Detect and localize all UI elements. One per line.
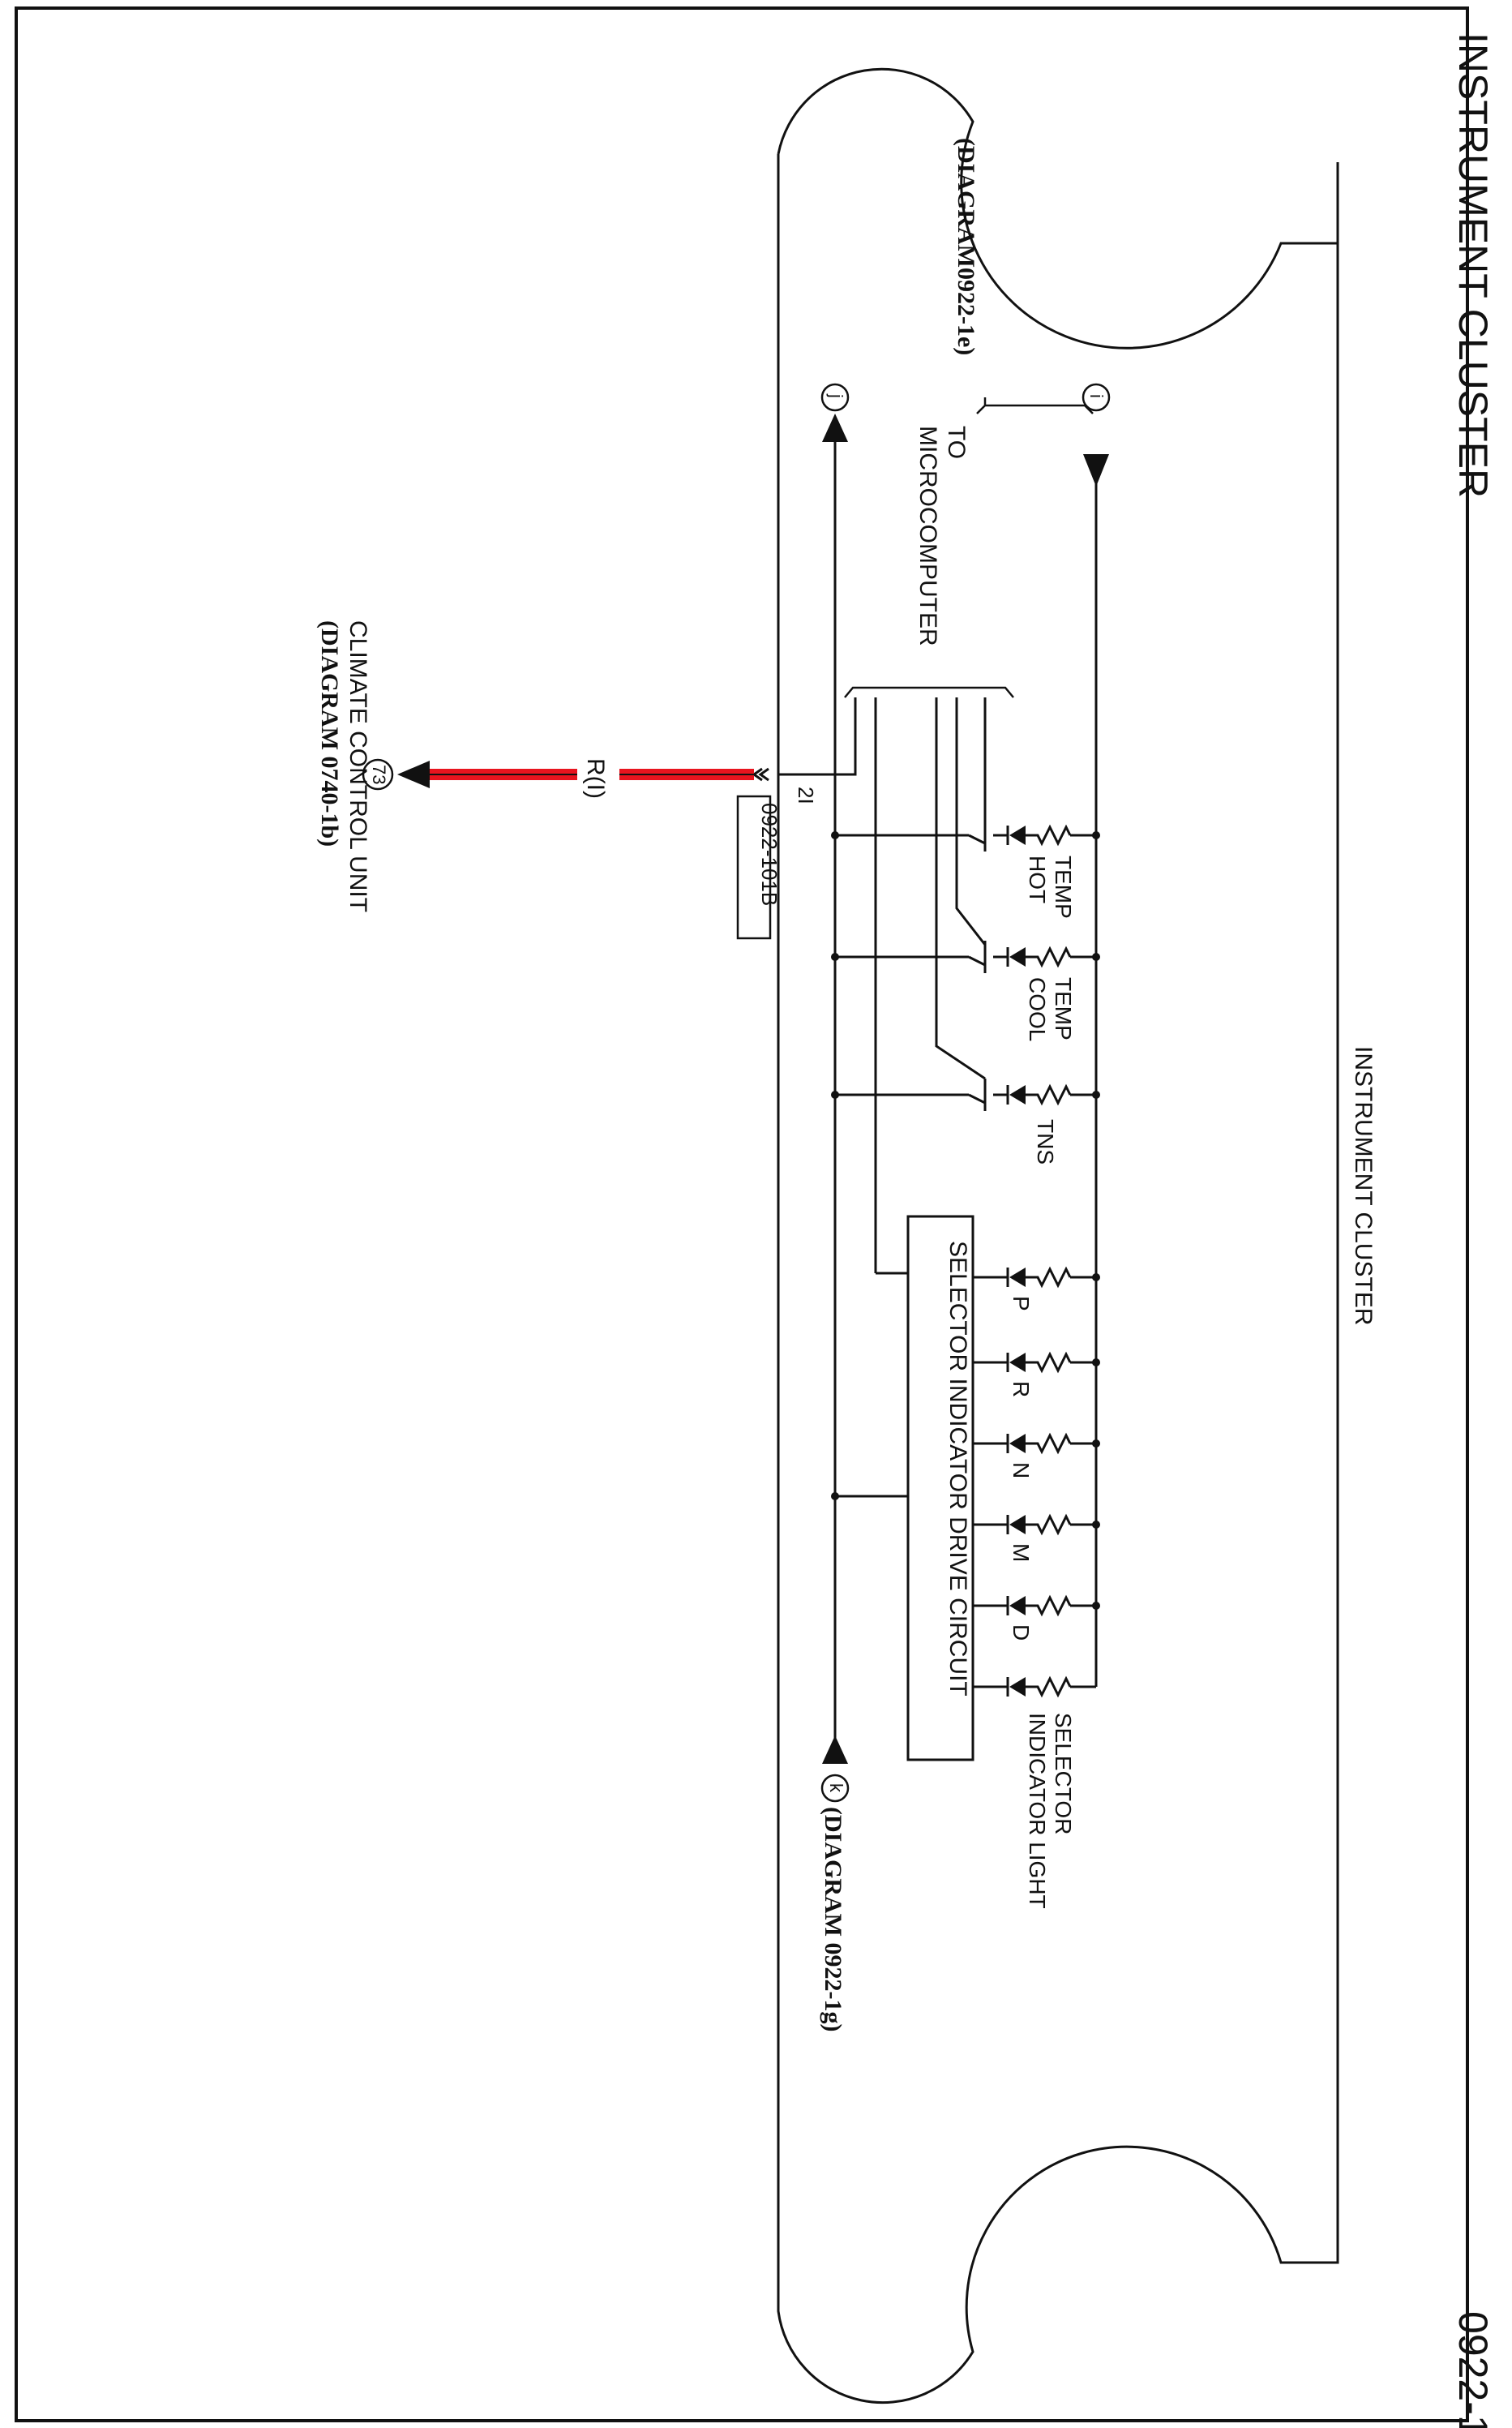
cluster-label: INSTRUMENT CLUSTER [1350, 1046, 1377, 1325]
arrow-k [822, 1735, 848, 1764]
pin-label: 2I [794, 787, 818, 804]
selector-lamps [973, 1266, 1100, 1698]
connector-i-label: i [1086, 394, 1107, 398]
lamp-m [973, 1513, 1100, 1536]
lamp-d [973, 1594, 1100, 1617]
temp-cool-label-1: TEMP [1051, 977, 1076, 1040]
microcomputer-label: MICROCOMPUTER [914, 426, 941, 646]
arrow-73 [397, 761, 430, 788]
lamp-row-temp-hot [831, 697, 1100, 852]
drive-circuit-label: SELECTOR INDICATOR DRIVE CIRCUIT [944, 1241, 971, 1697]
lamp-p [973, 1266, 1100, 1289]
page-number: 0922-1f [1450, 2311, 1496, 2428]
lamp-n [973, 1432, 1100, 1455]
connector-chevron [752, 767, 769, 782]
temp-hot-label-1: TEMP [1051, 856, 1076, 919]
page-border [15, 6, 1469, 2422]
diagram-ref-bottom: (DIAGRAM 0922-1g) [820, 1807, 846, 2031]
lamp-d-label: D [1009, 1624, 1034, 1641]
lamp-n-label: N [1009, 1462, 1034, 1478]
wire-color-label: R(I) [582, 758, 609, 799]
temp-cool-label-2: COOL [1025, 977, 1050, 1041]
selector-light-label-1: SELECTOR [1051, 1713, 1076, 1834]
cluster-outline [777, 67, 1339, 2404]
connector-j-label: j [826, 393, 846, 398]
connector-j [820, 383, 850, 412]
connector-code: 0922-101B [757, 803, 782, 906]
connector-73-label: 73 [369, 765, 389, 784]
lamp-row-tns [831, 697, 1100, 1111]
wire-color-gap [577, 746, 619, 803]
connector-i [1082, 383, 1111, 412]
diagram-ref-top: (DIAGRAM0922-1e) [953, 138, 979, 355]
lamp-row-temp-cool [831, 697, 1100, 973]
page-title: INSTRUMENT CLUSTER [1450, 32, 1496, 498]
connector-code-box [736, 795, 772, 940]
lamp-r-label: R [1009, 1381, 1034, 1397]
drive-circuit-box [906, 1215, 974, 1761]
top-brace [976, 397, 1094, 414]
lamp-selector [973, 1675, 1096, 1698]
tns-label: TNS [1033, 1119, 1058, 1165]
arrow-i [1083, 454, 1109, 487]
connector-73 [362, 758, 394, 791]
climate-unit-ref: (DIAGRAM 0740-1b) [316, 620, 343, 847]
to-label: TO [943, 426, 970, 459]
arrow-j [822, 414, 848, 442]
connector-k [820, 1774, 850, 1803]
connector-k-label: k [826, 1783, 846, 1793]
lamp-m-label: M [1009, 1543, 1034, 1562]
climate-unit-label: CLIMATE CONTROL UNIT [345, 620, 371, 912]
lamp-r [973, 1351, 1100, 1374]
temp-hot-label-2: HOT [1025, 856, 1050, 903]
lamp-p-label: P [1009, 1296, 1034, 1311]
selector-light-label-2: INDICATOR LIGHT [1025, 1713, 1050, 1909]
bus-brace [844, 686, 1014, 698]
